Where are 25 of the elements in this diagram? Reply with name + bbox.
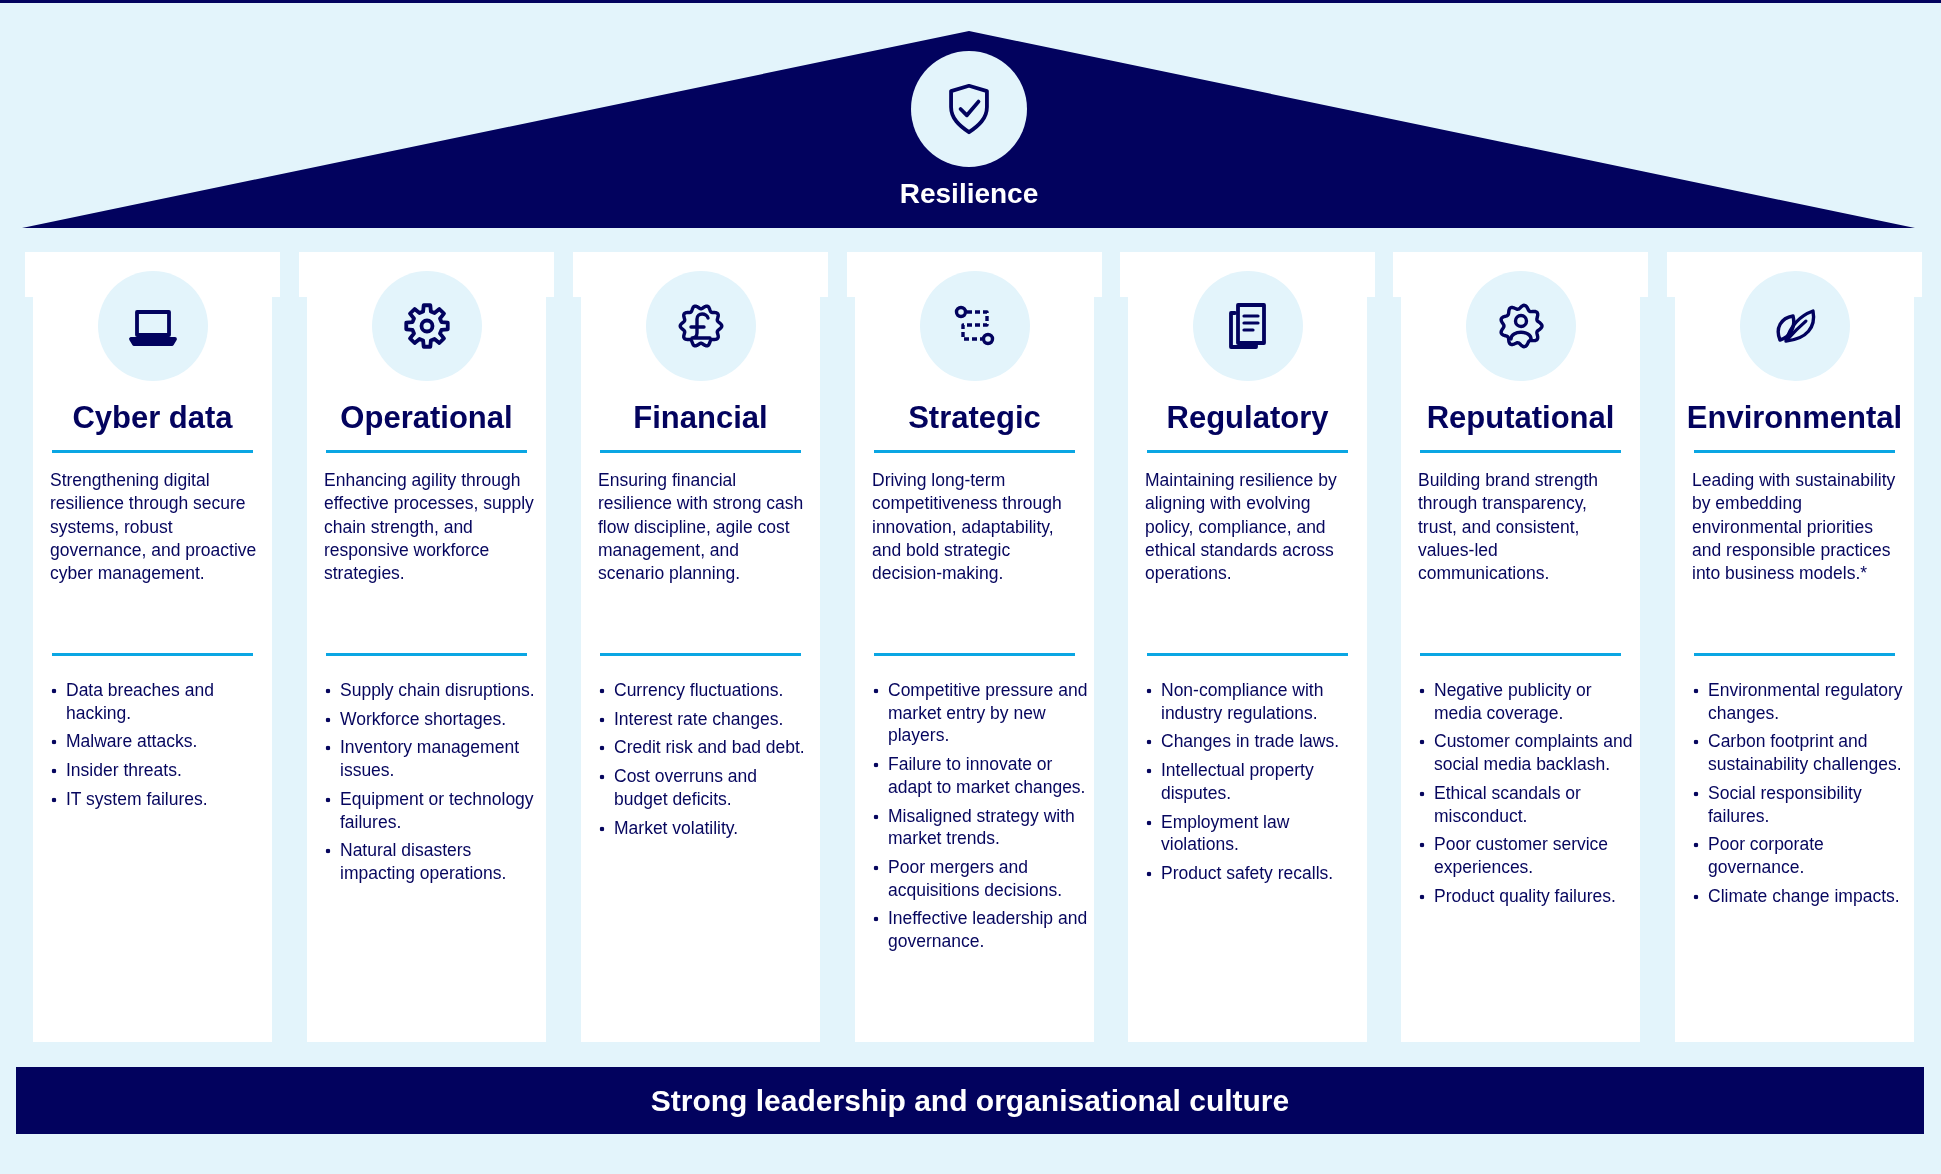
pillar-column <box>1667 252 1922 1042</box>
roof-triangle <box>22 31 1915 228</box>
roof-title: Resilience <box>899 178 1039 210</box>
pillar-description: Leading with sustainability by embedding environmental priorities and responsible practices into business models.* <box>1692 469 1897 586</box>
pillar-heading: Cyber data <box>72 399 233 437</box>
pillar-heading: Operational <box>340 399 513 437</box>
pillar-description: Strengthening digital resilience through secure systems, robust governance, and proactive cyber management. <box>50 469 258 586</box>
pillar-column <box>847 252 1102 1042</box>
pillar-description: Driving long-term competitiveness through innovation, adaptability, and bold strategic decision-making. <box>872 469 1063 586</box>
pillar-column <box>573 252 828 1042</box>
foundation-text: Strong leadership and organisational culture <box>650 1082 1290 1119</box>
pillar-column <box>1120 252 1375 1042</box>
pillar-heading: Regulatory <box>1166 399 1329 437</box>
pillar-heading: Strategic <box>908 399 1041 437</box>
pillar-description: Maintaining resilience by aligning with evolving policy, compliance, and ethical standards across operations. <box>1145 469 1338 586</box>
pillar-heading: Reputational <box>1426 399 1615 437</box>
pillar-column <box>1393 252 1648 1042</box>
pillar-description: Enhancing agility through effective processes, supply chain strength, and responsive workforce strategies. <box>324 469 535 586</box>
pillar-description: Building brand strength through transparency, trust, and consistent, values-led communications. <box>1418 469 1599 586</box>
pillar-heading: Environmental <box>1686 399 1903 437</box>
foundation-bar <box>16 1067 1924 1134</box>
pillar-column <box>25 252 280 1042</box>
pillar-heading: Financial <box>633 399 768 437</box>
pillar-description: Ensuring financial resilience with strong cash flow discipline, agile cost management, and scenario planning. <box>598 469 805 586</box>
pillar-column <box>299 252 554 1042</box>
